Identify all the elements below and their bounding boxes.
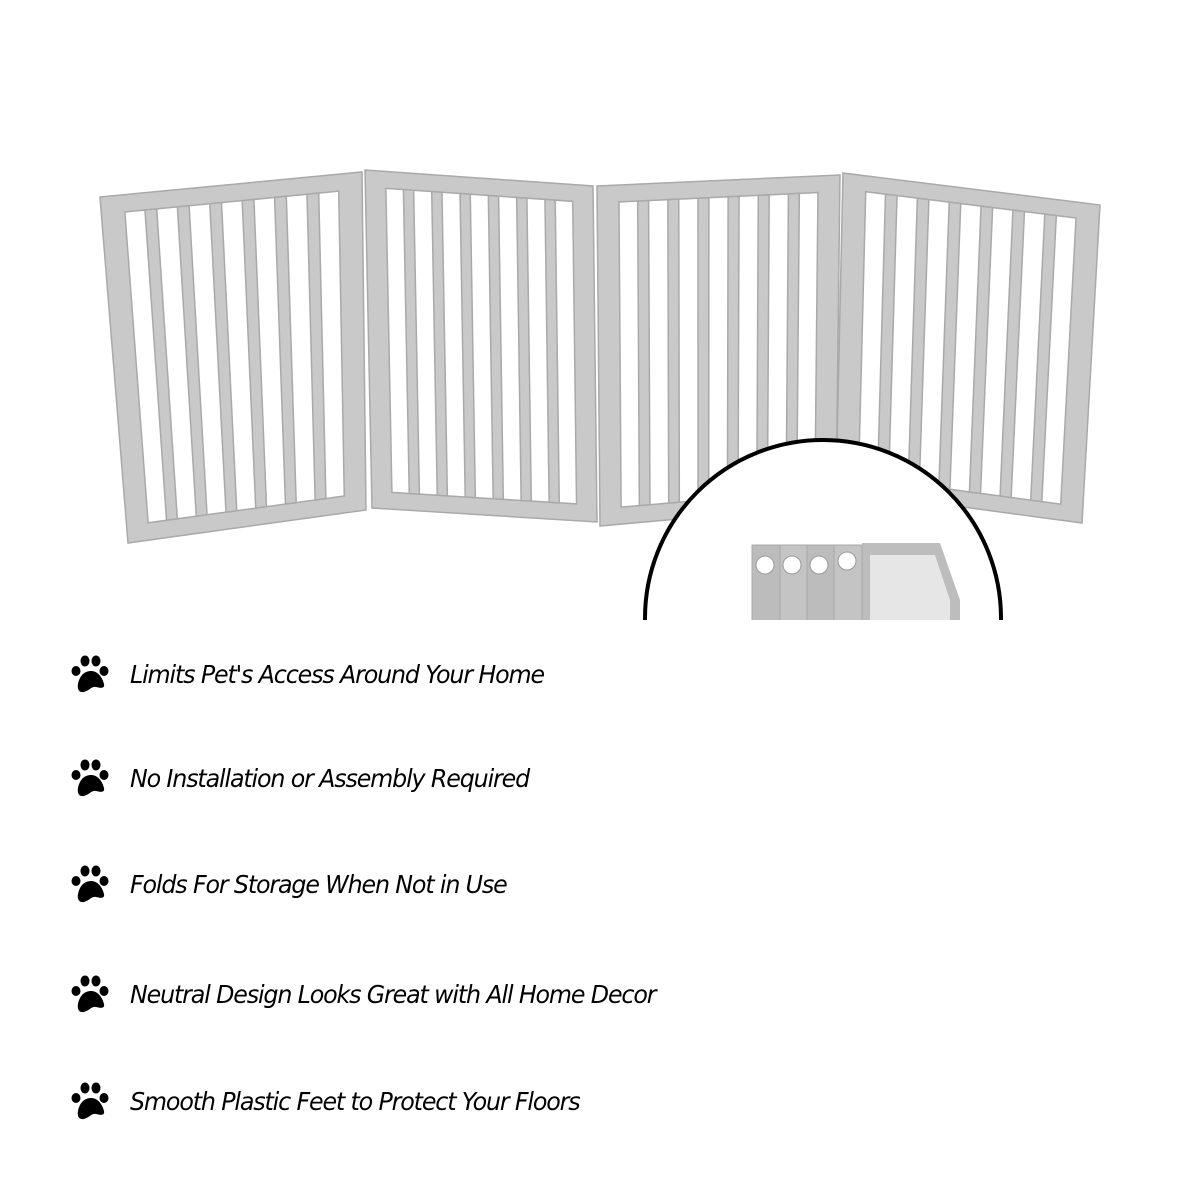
gate-slat: [208, 201, 238, 514]
gate-slat: [241, 198, 268, 509]
gate-slat: [273, 195, 297, 505]
gate-slat: [1029, 213, 1058, 503]
gate-slat: [999, 209, 1026, 499]
feature-text: No Installation or Assembly Required: [130, 763, 530, 793]
paw-icon: [71, 975, 109, 1013]
feature-item: Folds For Storage When Not in Use: [70, 862, 526, 906]
gate-slat: [667, 198, 681, 504]
feature-item: Neutral Design Looks Great with All Home…: [70, 972, 683, 1016]
gate-slat: [487, 194, 505, 501]
feature-text: Neutral Design Looks Great with All Home…: [130, 979, 657, 1009]
gate-slat: [544, 198, 561, 504]
gate-slat: [515, 196, 533, 502]
feature-text: Limits Pet's Access Around Your Home: [130, 659, 545, 689]
paw-icon: [71, 759, 109, 797]
folding-pet-gate-icon: [99, 169, 1101, 620]
gate-slat: [176, 204, 208, 518]
feature-item: Smooth Plastic Feet to Protect Your Floo…: [70, 1079, 603, 1123]
feature-item: Limits Pet's Access Around Your Home: [70, 652, 566, 696]
gate-slat: [938, 201, 962, 491]
detail-inset: [643, 438, 1003, 620]
gate-slat: [402, 188, 421, 495]
gate-slat: [636, 199, 651, 507]
gate-slat: [144, 208, 179, 522]
gate-slat: [430, 190, 449, 497]
feature-item: No Installation or Assembly Required: [70, 756, 550, 800]
gate-slat: [726, 195, 740, 499]
paw-icon: [71, 865, 109, 903]
gate-slat: [459, 192, 477, 499]
folded-gate-detail-icon: [751, 543, 960, 620]
gate-slat: [306, 192, 327, 501]
feature-text: Smooth Plastic Feet to Protect Your Floo…: [130, 1086, 581, 1116]
feature-text: Folds For Storage When Not in Use: [130, 869, 508, 899]
paw-icon: [71, 655, 109, 693]
gate-slat: [968, 205, 994, 495]
gate-slat: [697, 196, 710, 502]
paw-icon: [71, 1082, 109, 1120]
